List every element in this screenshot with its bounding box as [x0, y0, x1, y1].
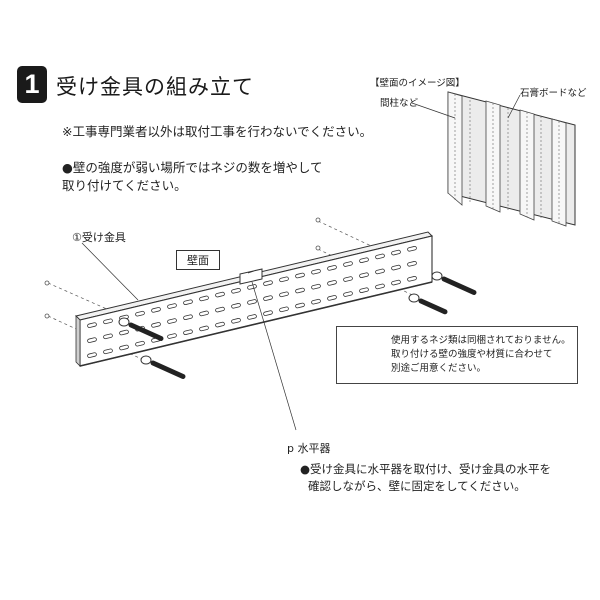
- washer: [408, 293, 420, 303]
- bracket-slot: [375, 283, 385, 290]
- bracket-slot: [247, 284, 257, 290]
- bracket-slot: [311, 268, 321, 275]
- washer: [118, 317, 130, 327]
- bracket-slot: [279, 276, 289, 283]
- warning-line2: 取り付ける壁の強度や材質に合わせて: [391, 349, 553, 360]
- bracket-slot: [295, 302, 305, 309]
- bracket-slot: [87, 337, 97, 343]
- bracket-slot: [263, 280, 273, 286]
- bracket-slot: [359, 287, 369, 294]
- screw: [418, 298, 448, 315]
- bracket-slot: [215, 306, 225, 313]
- wall-image-title: 【壁面のイメージ図】: [370, 78, 465, 89]
- bracket-slot: [103, 333, 113, 340]
- bracket-slot: [407, 245, 417, 252]
- bracket-slot: [231, 302, 241, 309]
- bracket-slot: [247, 299, 257, 305]
- bracket-slot: [343, 291, 353, 297]
- level-label: p 水平器: [287, 442, 331, 455]
- bracket-slot: [279, 291, 289, 298]
- wall-image-illustration: [411, 91, 576, 227]
- bracket-slot: [359, 257, 369, 264]
- contractor-note: ※工事専門業者以外は取付工事を行わないでください。: [62, 124, 373, 139]
- bracket-slot: [199, 310, 209, 317]
- step-number: 1: [24, 69, 40, 99]
- bracket-slot: [327, 265, 337, 271]
- level-note-line2: 確認しながら、壁に固定をしてください。: [308, 479, 526, 493]
- bracket-slot: [263, 310, 273, 316]
- bracket-slot: [119, 344, 129, 351]
- bracket-slot: [183, 299, 193, 306]
- screws-and-washers: [118, 271, 477, 379]
- bracket-slot: [247, 314, 257, 320]
- bracket-slot: [199, 325, 209, 332]
- bracket-slot: [135, 340, 145, 347]
- screw: [441, 276, 477, 295]
- bracket-slot: [375, 268, 385, 275]
- bracket-slot: [87, 352, 97, 358]
- bracket-slot: [375, 253, 385, 260]
- gypsum-board-label: 石膏ボードなど: [520, 88, 587, 99]
- bracket-slot: [311, 298, 321, 305]
- bracket-slot: [87, 322, 97, 328]
- bracket-slot: [295, 287, 305, 294]
- warning-line1: 使用するネジ類は同梱されておりません。: [391, 335, 571, 346]
- warning-box: 使用するネジ類は同梱されておりません。 取り付ける壁の強度や材質に合わせて 別途…: [336, 326, 578, 384]
- bracket-slot: [359, 272, 369, 279]
- bracket-slot: [183, 329, 193, 336]
- step-number-badge: 1: [17, 66, 47, 103]
- bracket-slot: [295, 272, 305, 279]
- bracket-slot: [135, 310, 145, 317]
- bracket-slot: [231, 317, 241, 324]
- bracket-slot: [167, 303, 177, 309]
- bracket-slot: [215, 321, 225, 328]
- warning-line3: 別途ご用意ください。: [391, 363, 487, 374]
- bracket-slot: [167, 333, 177, 339]
- step-title: 受け金具の組み立て: [56, 75, 254, 99]
- weak-wall-note-line2: 取り付けてください。: [62, 178, 187, 193]
- bracket-slot: [343, 261, 353, 267]
- bracket-slot: [407, 275, 417, 282]
- bracket-slot: [103, 318, 113, 325]
- bracket-slot: [327, 295, 337, 301]
- bracket-slot: [279, 306, 289, 313]
- bracket-label: ①受け金具: [72, 231, 126, 244]
- bracket-slot: [199, 295, 209, 302]
- bracket-slot: [263, 295, 273, 301]
- bracket-slot: [311, 283, 321, 290]
- spirit-level: [239, 268, 263, 285]
- level-note-line1: ●受け金具に水平器を取付け、受け金具の水平を: [300, 462, 551, 476]
- bracket-slot: [231, 287, 241, 294]
- bracket-slot: [151, 307, 161, 313]
- bracket-slot: [167, 318, 177, 324]
- bracket-slot: [391, 249, 401, 256]
- bracket-slot: [407, 260, 417, 267]
- warning-text: 使用するネジ類は同梱されておりません。 取り付ける壁の強度や材質に合わせて 別途…: [391, 334, 571, 376]
- bracket-slot: [103, 348, 113, 355]
- wall-surface-tag: 壁面: [176, 250, 220, 270]
- washer: [431, 271, 443, 281]
- weak-wall-note-line1: ●壁の強度が弱い場所ではネジの数を増やして: [62, 160, 323, 175]
- bracket-slot: [391, 264, 401, 271]
- bracket-slot: [327, 280, 337, 286]
- bracket-slot: [215, 291, 225, 298]
- screw: [150, 360, 186, 379]
- bracket-slot: [183, 314, 193, 321]
- bracket-slot: [151, 322, 161, 328]
- stud-label: 間柱など: [380, 98, 419, 109]
- bracket-slot: [391, 279, 401, 286]
- wall-surface-label: 壁面: [187, 254, 209, 267]
- washer: [140, 355, 152, 365]
- screw: [128, 322, 164, 341]
- bracket-slot: [119, 329, 129, 336]
- bracket-slot: [343, 276, 353, 282]
